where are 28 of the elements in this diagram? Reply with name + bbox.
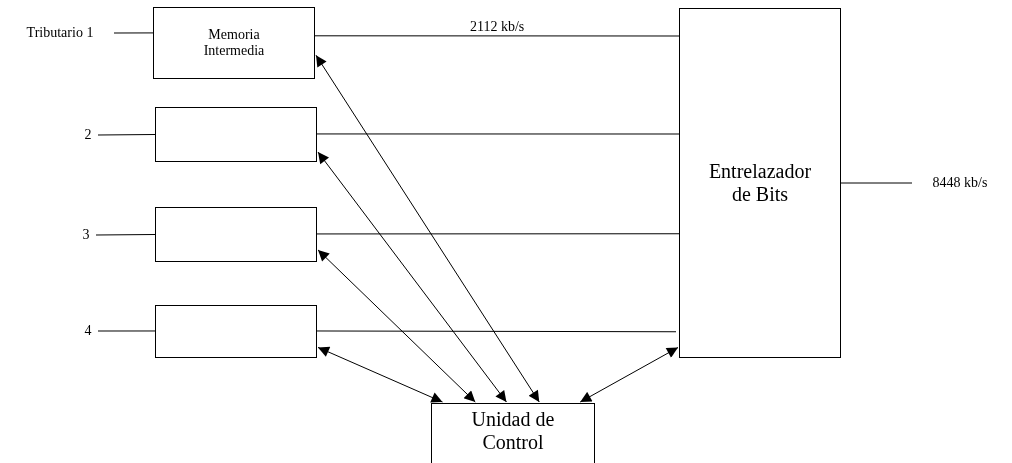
- empty-box: [155, 305, 317, 358]
- double-arrow: [317, 249, 476, 403]
- double-arrow: [315, 54, 540, 403]
- port-label: Tributario 1: [26, 24, 94, 42]
- connector-line: [316, 330, 677, 333]
- buffer-box: [153, 7, 315, 79]
- connector-line: [97, 134, 156, 136]
- connector-line: [97, 330, 156, 332]
- double-arrow: [317, 346, 443, 403]
- port-label: 2: [84, 126, 92, 144]
- connector-line: [95, 234, 156, 236]
- control-unit-box: [431, 403, 595, 463]
- connector-line: [840, 182, 913, 184]
- connector-line: [316, 233, 680, 235]
- box-label: Memoria Intermedia: [202, 26, 266, 60]
- connector-line: [316, 133, 680, 135]
- double-arrow: [579, 347, 679, 403]
- port-label: 8448 kb/s: [932, 174, 988, 192]
- port-label: 3: [82, 226, 90, 244]
- double-arrow: [317, 151, 507, 403]
- connector-line: [113, 32, 154, 34]
- port-label: 4: [84, 322, 92, 340]
- box-label: Entrelazador de Bits: [707, 160, 813, 206]
- empty-box: [155, 207, 317, 262]
- connector-line: [314, 35, 680, 37]
- box-label: Unidad de Control: [470, 408, 556, 454]
- empty-box: [155, 107, 317, 162]
- interleaver-box: [679, 8, 841, 358]
